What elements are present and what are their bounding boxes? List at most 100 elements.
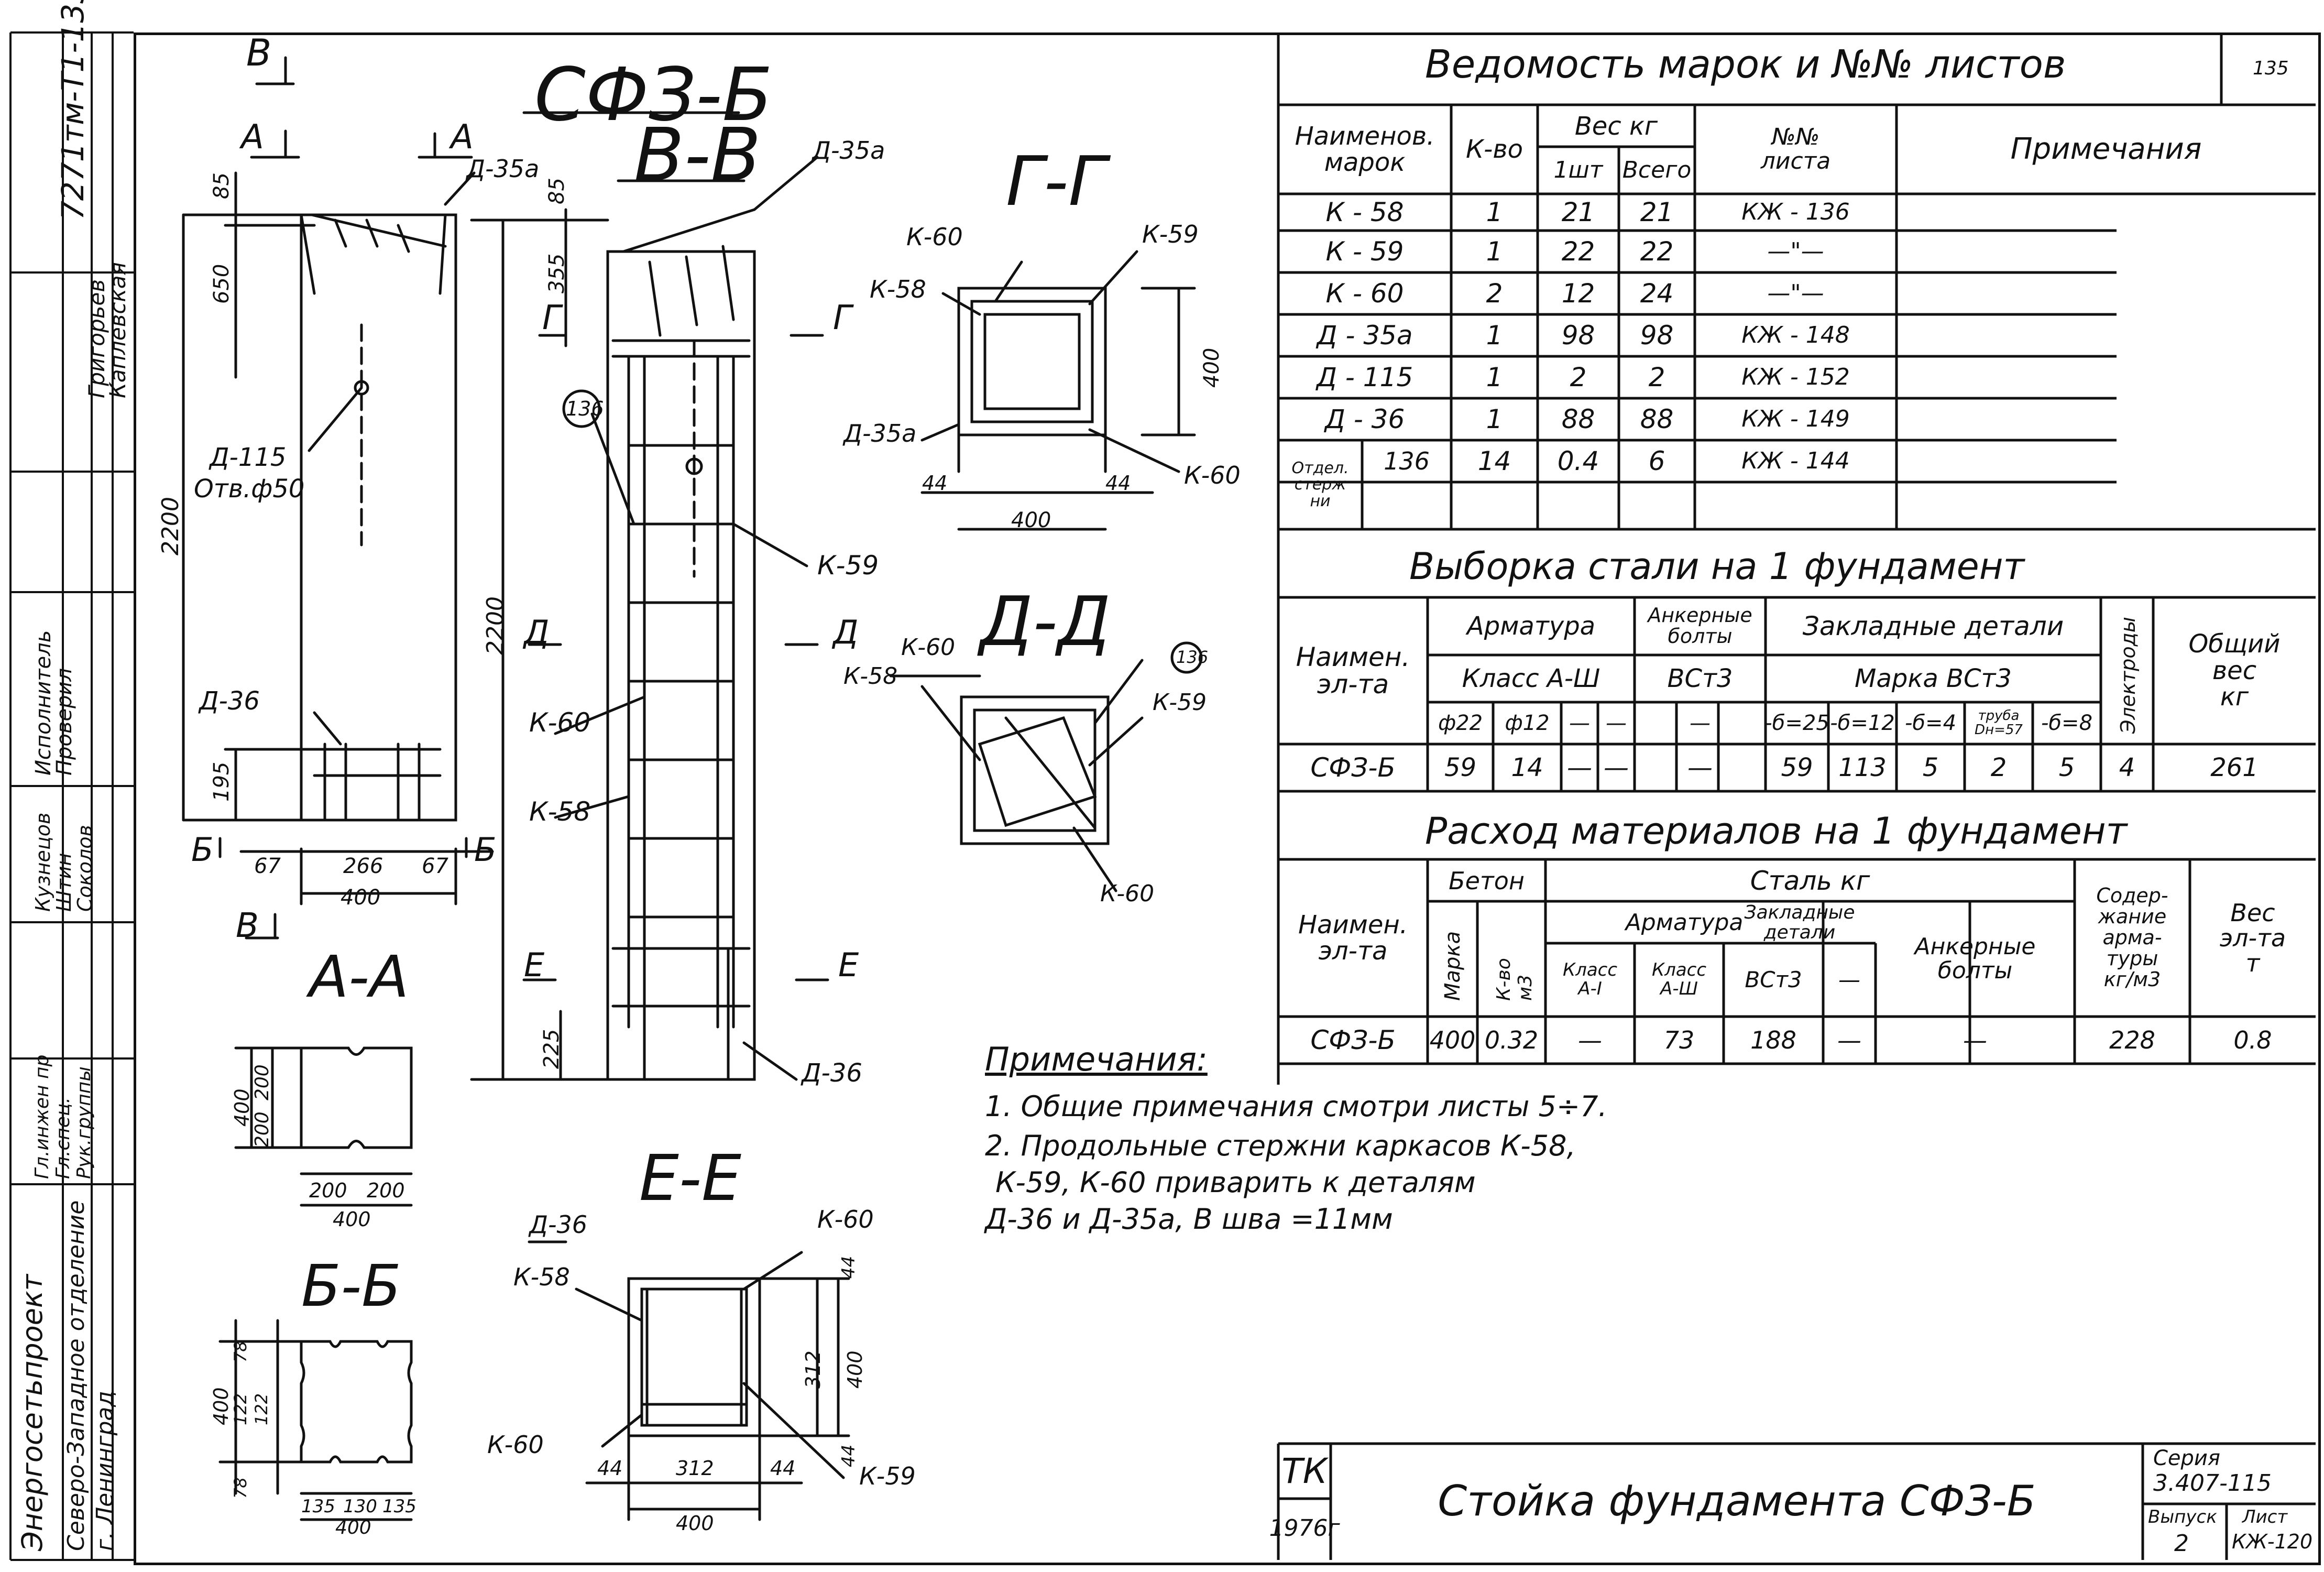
- label-d36-vv: Д-36: [802, 1058, 862, 1088]
- vyborka-header-elektrody: Электроды: [2117, 617, 2140, 734]
- vedomost-header-wall: Всего: [1622, 156, 1692, 183]
- label-otv: Отв.ф50: [194, 474, 305, 504]
- rashod-row-name: СФЗ-Б: [1310, 1024, 1396, 1055]
- vedomost-row-w1: 2: [1570, 362, 1587, 392]
- section-vv-title: В-В: [634, 113, 761, 198]
- vyborka-row-value: 261: [2210, 752, 2259, 782]
- vyborka-subheader: ф22: [1438, 711, 1483, 735]
- dim-44-ee-right: 44: [770, 1457, 796, 1480]
- sheet-frame: [134, 32, 2321, 1565]
- vyborka-subheader: -б=12: [1830, 711, 1895, 735]
- vyborka-subheader: —: [1690, 711, 1711, 735]
- dim-225: 225: [540, 1029, 564, 1069]
- vedomost-row-wall: 88: [1640, 403, 1674, 434]
- vyborka-row-value: —: [1567, 752, 1592, 782]
- notes-line-2: 2. Продольные стержни каркасов К-58,: [985, 1129, 1576, 1162]
- dim-78-bb-top: 78: [231, 1341, 250, 1362]
- vedomost-header-notes: Примечания: [2010, 132, 2202, 166]
- label-k58-gg: К-58: [870, 275, 926, 303]
- label-k59-dd: К-59: [1153, 689, 1207, 716]
- vedomost-row-name: К - 59: [1325, 236, 1404, 267]
- cut-mark-g-left: Г: [542, 299, 561, 337]
- dim-400-aa-bottom: 400: [333, 1208, 371, 1231]
- label-d36-side: Д-36: [199, 686, 260, 716]
- dim-44-ee-bottom: 44: [838, 1444, 859, 1467]
- dim-200-aa-left: 200: [309, 1179, 347, 1202]
- titleblock-seriya: 3.407-115: [2153, 1470, 2272, 1497]
- dim-85-side: 85: [210, 172, 234, 199]
- rashod-row-value: 400: [1429, 1025, 1476, 1054]
- dim-200-aa-right: 200: [367, 1179, 405, 1202]
- dim-135-left: 135: [301, 1496, 335, 1517]
- rashod-header-beton: Бетон: [1449, 866, 1525, 895]
- vedomost-header-qty: К-во: [1465, 134, 1523, 164]
- dim-44-gg-left: 44: [922, 472, 948, 495]
- dim-400-ee-bottom: 400: [676, 1512, 714, 1535]
- vedomost-row-w1: 98: [1561, 320, 1595, 351]
- vedomost-row-qty: 2: [1486, 278, 1503, 309]
- cut-mark-b-right: Б: [474, 831, 497, 869]
- vedomost-row-qty: 1: [1486, 236, 1503, 267]
- vyborka-header-ankernye: Анкерные болты: [1648, 604, 1752, 648]
- vyborka-row-value: —: [1687, 752, 1713, 782]
- vedomost-row-name: К - 60: [1325, 278, 1404, 309]
- section-aa-title: А-А: [309, 943, 409, 1010]
- vedomost-header-sheets: №№ листа: [1760, 123, 1831, 174]
- rashod-row-value: —: [1578, 1025, 1602, 1054]
- vyborka-subheader: —: [1606, 711, 1627, 735]
- dim-312-ee-bottom: 312: [676, 1457, 714, 1480]
- vedomost-row-w1: 22: [1561, 236, 1595, 267]
- dim-355: 355: [545, 253, 569, 293]
- label-k59-gg: К-59: [1142, 220, 1199, 248]
- titleblock-list-label: Лист: [2242, 1506, 2288, 1527]
- vyborka-row-value: 59: [1444, 752, 1477, 782]
- label-k58-ee: К-58: [513, 1263, 570, 1291]
- titleblock-title: Стойка фундамента СФЗ-Б: [1438, 1477, 2036, 1525]
- rashod-header-name: Наимен. эл-та: [1298, 910, 1408, 966]
- label-d35a-vv: Д-35а: [812, 136, 885, 165]
- label-d35a-gg: Д-35а: [843, 419, 917, 447]
- cut-mark-e-right: Е: [838, 946, 859, 984]
- dim-266: 266: [343, 854, 383, 878]
- label-k59-vv: К-59: [817, 550, 879, 581]
- cut-mark-v: В: [246, 31, 272, 74]
- vyborka-row-value: —: [1604, 752, 1629, 782]
- vyborka-subheader: —: [1569, 711, 1590, 735]
- dim-130: 130: [343, 1496, 377, 1517]
- dim-400-gg: 400: [1200, 347, 1224, 388]
- vedomost-row-sheet: —"—: [1767, 279, 1824, 307]
- dim-200-aa-bottom: 200: [251, 1111, 273, 1148]
- dim-195: 195: [210, 761, 234, 802]
- vyborka-subheader: ф12: [1505, 711, 1550, 735]
- vyborka-header-klass: Класс А-Ш: [1462, 663, 1601, 693]
- rashod-header-ves: Вес эл-та т: [2219, 898, 2286, 978]
- label-k60-ee: К-60: [817, 1205, 874, 1233]
- rashod-header-klass-a1: Класс А-I: [1562, 959, 1618, 999]
- vedomost-row-wall: 2: [1648, 362, 1665, 392]
- dim-312-ee: 312: [802, 1350, 825, 1389]
- rashod-header-stal: Сталь кг: [1750, 865, 1870, 896]
- vyborka-row-name: СФЗ-Б: [1310, 752, 1396, 783]
- label-k60-gg: К-60: [906, 223, 963, 251]
- cut-mark-d-left: Д: [524, 613, 550, 651]
- notes-line-3: К-59, К-60 приварить к деталям: [995, 1166, 1476, 1199]
- section-bb-title: Б-Б: [301, 1252, 401, 1319]
- label-k60-gg-2: К-60: [1184, 461, 1241, 489]
- dim-200-aa-top: 200: [251, 1064, 273, 1100]
- vedomost-row-sheet: —"—: [1767, 237, 1824, 265]
- rashod-header-kvo: К-во м3: [1493, 958, 1536, 1001]
- vedomost-header-weight: Вес кг: [1574, 111, 1658, 141]
- rashod-header-dash: —: [1838, 966, 1860, 992]
- cut-mark-v-bottom: В: [236, 907, 259, 945]
- vedomost-row-qty: 1: [1486, 362, 1503, 392]
- label-bar-136: 136: [566, 397, 604, 420]
- vedomost-row-wall: 24: [1640, 278, 1674, 309]
- cut-mark-a-right: А: [451, 118, 474, 157]
- label-d115: Д-115: [210, 443, 287, 472]
- vedomost-header-w1: 1шт: [1553, 156, 1603, 183]
- vedomost-header-name: Наименов. марок: [1295, 121, 1435, 177]
- label-d35a-side: Д-35а: [466, 155, 540, 183]
- vyborka-subheader: -б=4: [1904, 711, 1957, 735]
- cut-mark-e-left: Е: [524, 946, 545, 984]
